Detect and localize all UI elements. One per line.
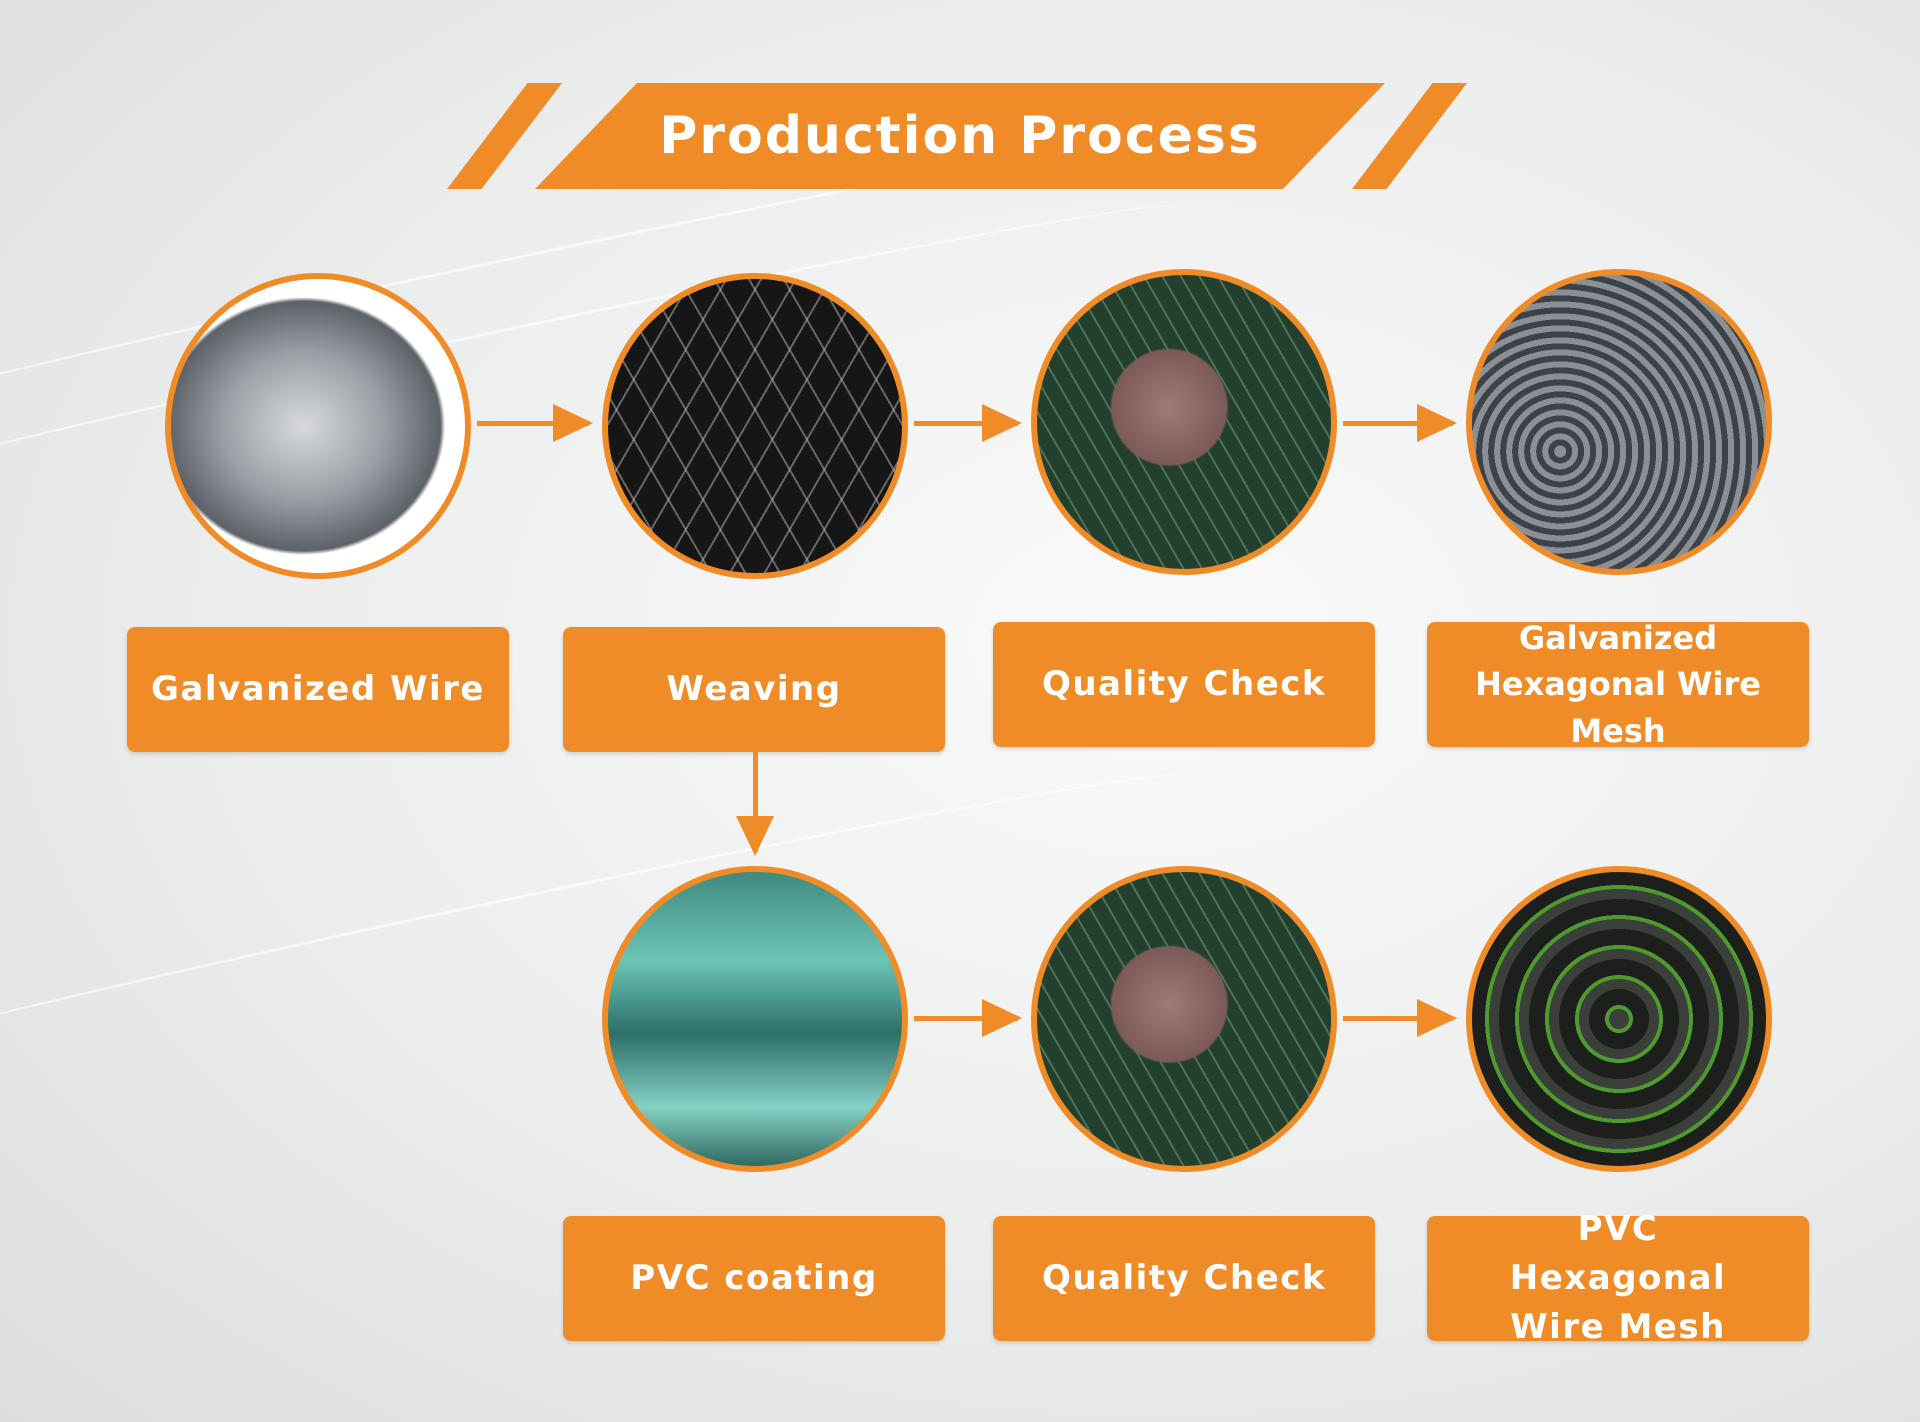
step-label-weaving: Weaving: [563, 627, 945, 752]
step-label-galvanized-wire: Galvanized Wire: [127, 627, 509, 752]
step-image-galvanized-mesh: [1466, 269, 1772, 575]
step-image-quality-check-2: [1031, 866, 1337, 1172]
step-label-galvanized-mesh: Galvanized Hexagonal Wire Mesh: [1427, 619, 1809, 750]
step-image-weaving: [602, 273, 908, 579]
step-image-galvanized-wire: [165, 273, 471, 579]
background-wave: [0, 754, 1190, 1089]
step-label-pvc-mesh: PVC Hexagonal Wire Mesh: [1427, 1209, 1809, 1347]
step-label-pvc-coating: PVC coating: [563, 1216, 945, 1341]
arrow-right-icon: [914, 999, 1022, 1037]
arrow-right-icon: [477, 404, 593, 442]
step-image-quality-check: [1031, 269, 1337, 575]
step-label-quality-check-2: Quality Check: [993, 1216, 1375, 1341]
arrow-down-icon: [736, 752, 774, 856]
arrow-right-icon: [914, 404, 1022, 442]
step-label-quality-check: Quality Check: [993, 622, 1375, 747]
arrow-right-icon: [1343, 404, 1457, 442]
page-title: Production Process: [659, 106, 1261, 166]
title-banner: [535, 83, 1385, 189]
step-image-pvc-coating: [602, 866, 908, 1172]
arrow-right-icon: [1343, 999, 1457, 1037]
step-image-pvc-mesh: [1466, 866, 1772, 1172]
